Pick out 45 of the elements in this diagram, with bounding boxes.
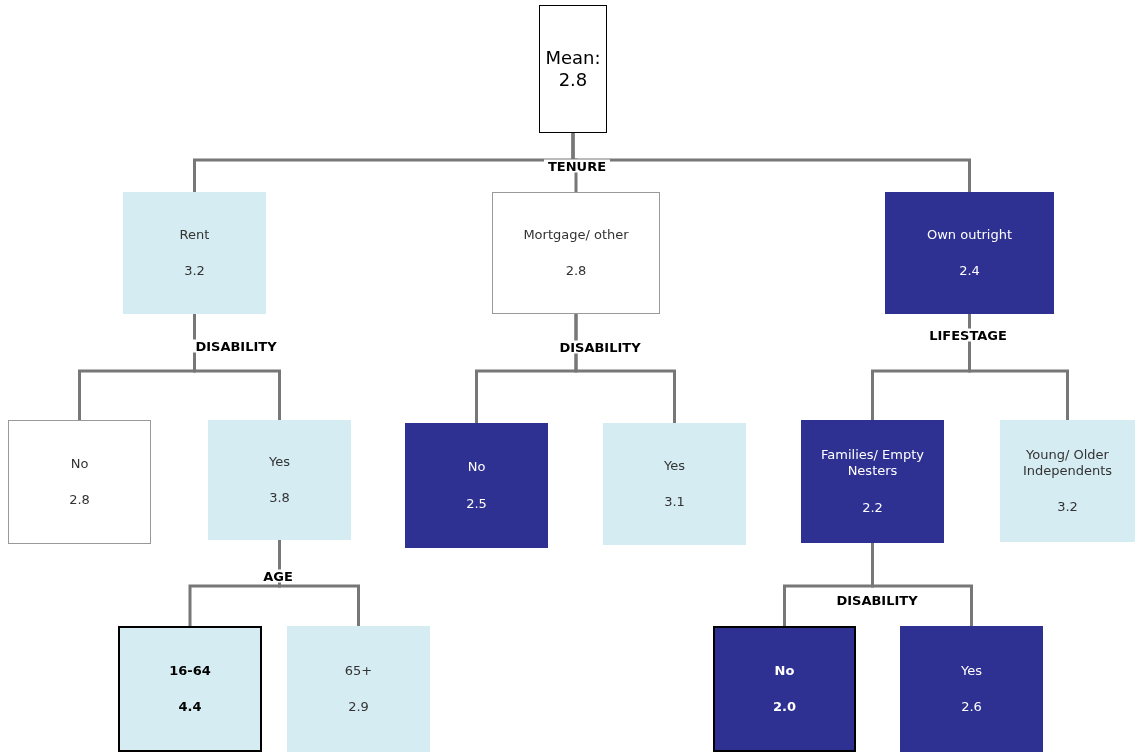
mean-value: 2.8 [564, 263, 588, 280]
mean-value: 2.9 [347, 699, 370, 716]
node-box [900, 626, 1043, 752]
category-label: Mortgage/ other [522, 226, 630, 243]
category-label: 65+ [343, 662, 374, 679]
category-label: Young/ Older Independents [1021, 446, 1114, 480]
category-label: 16-64 [168, 662, 212, 679]
mean-value: 2.5 [465, 495, 488, 512]
category-label: No [773, 662, 796, 679]
node-box [885, 192, 1054, 314]
mean-value: 2.0 [772, 699, 797, 716]
node-box [713, 626, 856, 752]
mean-value: 2.6 [960, 699, 983, 716]
category-label: No [466, 459, 487, 476]
node-box [8, 420, 151, 544]
connector-line [574, 314, 676, 423]
category-label: Mean: 2.8 [544, 46, 602, 92]
mean-value: 2.4 [958, 263, 981, 280]
node-box [801, 420, 944, 543]
node-box [287, 626, 430, 752]
mean-value: 4.4 [177, 699, 203, 716]
node-box [123, 192, 266, 314]
connector-line [871, 543, 973, 626]
connector-line [571, 133, 971, 192]
category-label: Families/ Empty Nesters [820, 447, 925, 480]
mean-value: 2.8 [68, 492, 91, 509]
node-box [492, 192, 660, 314]
mean-value: 3.2 [183, 263, 206, 280]
mean-value: 3.8 [268, 490, 291, 507]
category-label: Yes [663, 457, 686, 474]
node-box [603, 423, 746, 545]
mean-value: 3.1 [663, 494, 686, 511]
mean-value: 2.2 [861, 499, 884, 516]
node-box [539, 5, 607, 133]
category-label: No [69, 455, 90, 472]
node-box [1000, 420, 1135, 542]
split-variable-label: TENURE [543, 159, 611, 173]
category-label: Yes [268, 453, 291, 470]
category-label: Own outright [925, 226, 1014, 243]
node-box [405, 423, 548, 548]
category-label: Rent [178, 226, 211, 243]
category-label: Yes [960, 662, 983, 679]
node-box [118, 626, 262, 752]
node-box [208, 420, 351, 540]
mean-value: 3.2 [1056, 499, 1079, 516]
